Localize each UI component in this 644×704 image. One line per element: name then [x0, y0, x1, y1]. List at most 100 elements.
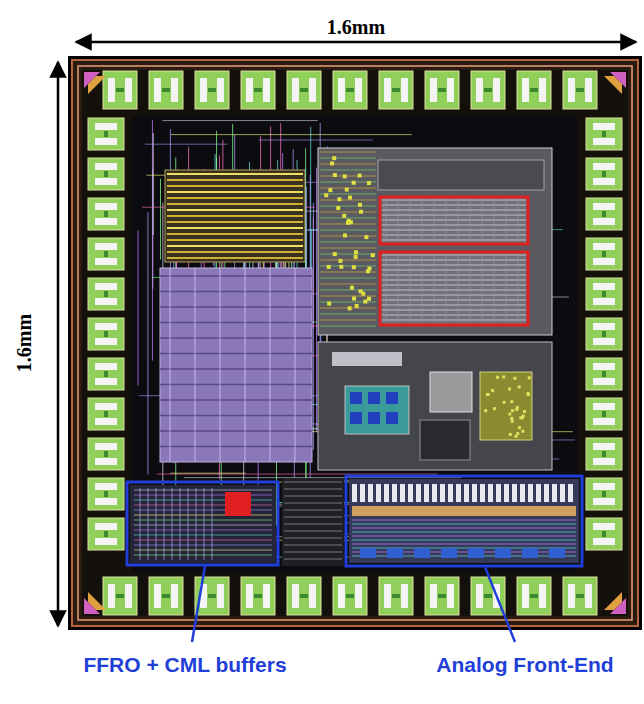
via [516, 432, 519, 435]
via [333, 173, 337, 177]
pad-via [593, 123, 615, 130]
memory-column [494, 252, 495, 325]
via [510, 417, 513, 420]
digital-block [318, 148, 552, 335]
pad-via [602, 211, 606, 217]
bond-pad [586, 438, 622, 470]
afe-cell [352, 484, 357, 502]
pad-via [602, 411, 606, 417]
logic-row [167, 227, 303, 229]
metal-wire [320, 170, 376, 171]
bond-pad [88, 438, 124, 470]
metal-wire [212, 488, 213, 560]
pad-via [104, 251, 108, 257]
pad-via [95, 378, 117, 385]
bond-pad [88, 278, 124, 310]
afe-cell [568, 484, 573, 502]
block-label: Analog Front-End [436, 653, 613, 676]
via [324, 193, 328, 197]
corner-cell [88, 592, 106, 610]
pad-via [593, 138, 615, 145]
memory-row [382, 290, 526, 291]
afe-cell [488, 484, 493, 502]
pad-via [602, 371, 606, 377]
via [509, 433, 512, 436]
pad-via [95, 418, 117, 425]
pad-via [95, 323, 117, 330]
pad-via [104, 531, 108, 537]
pad-via [476, 78, 483, 102]
pad-via [104, 371, 108, 377]
metal-wire [284, 538, 342, 539]
metal-wire [204, 488, 205, 560]
metal-wire [352, 556, 576, 557]
metal-wire [162, 120, 317, 121]
via [513, 377, 516, 380]
memory-column [482, 197, 483, 244]
bond-pad [88, 118, 124, 150]
via [487, 393, 490, 396]
pad-via [300, 88, 308, 92]
via [358, 173, 362, 177]
bond-pad [586, 238, 622, 270]
pad-via [171, 584, 178, 608]
logic-row [160, 399, 312, 401]
leader-line [485, 567, 515, 642]
logic-row [160, 337, 312, 339]
pad-via [246, 78, 253, 102]
pad-via [104, 411, 108, 417]
metal-wire [134, 545, 272, 546]
memory-column [434, 197, 435, 244]
pad-via [95, 458, 117, 465]
logic-column [270, 268, 271, 462]
analog-cell [350, 392, 362, 404]
pad-via [593, 378, 615, 385]
pad-via [154, 584, 161, 608]
memory-outline [380, 197, 528, 244]
metal-wire [320, 200, 376, 201]
metal-wire [352, 544, 576, 545]
pad-via [292, 78, 299, 102]
metal-wire [320, 152, 376, 153]
pad-via [539, 584, 546, 608]
afe-cell [387, 548, 403, 558]
metal-wire [170, 473, 246, 474]
pad-via [576, 594, 584, 598]
afe-cell [464, 484, 469, 502]
pad-via [95, 243, 117, 250]
metal-wire [134, 555, 272, 556]
metal-wire [320, 248, 376, 249]
afe-cell [440, 484, 445, 502]
metal-wire [352, 524, 576, 525]
afe-cell [424, 484, 429, 502]
metal-wire [145, 144, 227, 145]
mixed-block [318, 342, 552, 470]
via [518, 426, 521, 429]
afe-cell [522, 548, 538, 558]
metal-wire [320, 218, 376, 219]
bond-pad [287, 71, 321, 109]
bond-pad [471, 71, 505, 109]
metal-wire [164, 488, 165, 560]
pad-via [104, 331, 108, 337]
analog-cell [368, 392, 380, 404]
bond-pad [333, 577, 367, 615]
metal-wire [320, 230, 376, 231]
bond-pad [241, 71, 275, 109]
afe-cell [392, 484, 397, 502]
logic-row [167, 215, 303, 217]
pad-via [602, 171, 606, 177]
pad-via [95, 338, 117, 345]
pad-via [438, 594, 446, 598]
bond-pad [88, 158, 124, 190]
memory-column [482, 252, 483, 325]
pad-via [392, 594, 400, 598]
bond-pad [88, 318, 124, 350]
pad-via [104, 291, 108, 297]
afe-cell [520, 484, 525, 502]
pad-via [568, 584, 575, 608]
metal-wire [320, 284, 376, 285]
metal-wire [134, 505, 272, 506]
afe-cell [376, 484, 381, 502]
memory-row [382, 270, 526, 271]
